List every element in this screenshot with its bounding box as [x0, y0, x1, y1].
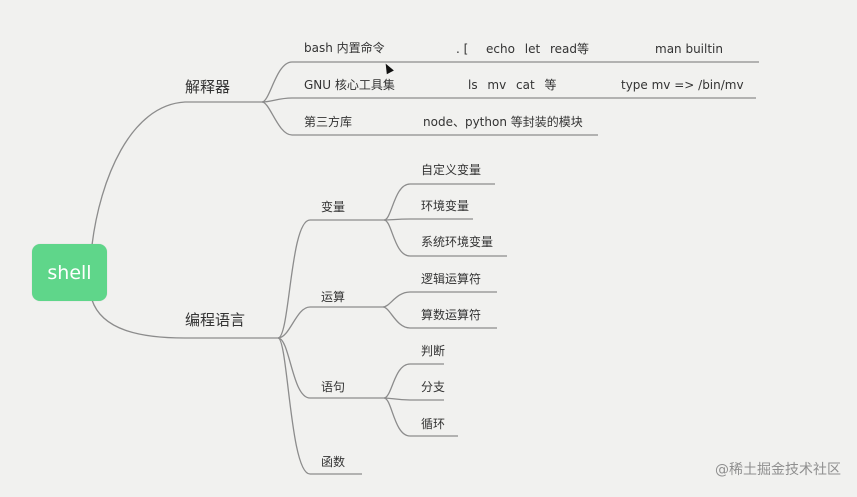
branch-programming-language[interactable]: 编程语言: [185, 311, 246, 329]
connector-root-language: [91, 299, 278, 339]
connector-root-interpreter: [91, 101, 262, 246]
leaf-branch[interactable]: 分支: [421, 380, 446, 394]
leaf-environment-variables[interactable]: 环境变量: [421, 199, 470, 213]
root-node-label: shell: [47, 261, 92, 284]
connector-var-custom: [383, 183, 495, 221]
connector-language-func: [277, 337, 362, 475]
connector-interpreter-third: [261, 101, 598, 136]
detail-type-mv: type mv => /bin/mv: [621, 78, 744, 92]
node-gnu-coreutils[interactable]: GNU 核心工具集: [304, 78, 395, 92]
leaf-conditional[interactable]: 判断: [421, 344, 446, 358]
node-statements[interactable]: 语句: [321, 380, 346, 394]
connector-op-arith: [382, 306, 497, 329]
connector-stmt-loop: [383, 397, 458, 437]
watermark: @稀土掘金技术社区: [715, 462, 841, 478]
leaf-system-environment-variables[interactable]: 系统环境变量: [421, 235, 494, 249]
detail-node-python: node、python 等封装的模块: [423, 115, 583, 129]
detail-man-builtin: man builtin: [655, 42, 723, 56]
leaf-logical-operators[interactable]: 逻辑运算符: [421, 272, 482, 286]
connector-stmt-if: [383, 363, 444, 399]
connector-stmt-case: [383, 397, 444, 401]
node-third-party-libs[interactable]: 第三方库: [304, 115, 353, 129]
leaf-arithmetic-operators[interactable]: 算数运算符: [421, 308, 482, 322]
branch-interpreter[interactable]: 解释器: [185, 78, 231, 96]
detail-dot-bracket: . [: [456, 42, 469, 56]
connector-interpreter-gnu: [261, 97, 756, 103]
connector-interpreter-bash: [261, 61, 759, 103]
leaf-custom-variables[interactable]: 自定义变量: [421, 163, 482, 177]
leaf-loop[interactable]: 循环: [421, 417, 446, 431]
node-bash-builtins[interactable]: bash 内置命令: [304, 41, 385, 55]
detail-ls-mv-cat: ls mv cat 等: [468, 78, 557, 92]
node-operations[interactable]: 运算: [321, 290, 346, 304]
detail-echo-let-read: echo let read等: [486, 42, 590, 56]
connector-op-logic: [382, 291, 497, 308]
connector-var-env: [383, 218, 473, 221]
connector-var-sysenv: [383, 219, 507, 257]
connector-language-var: [277, 219, 384, 339]
node-variables[interactable]: 变量: [321, 200, 346, 214]
connector-language-stmt: [277, 337, 384, 399]
connector-language-op: [277, 306, 383, 339]
root-node-shell[interactable]: shell: [32, 244, 107, 301]
node-functions[interactable]: 函数: [321, 455, 346, 469]
